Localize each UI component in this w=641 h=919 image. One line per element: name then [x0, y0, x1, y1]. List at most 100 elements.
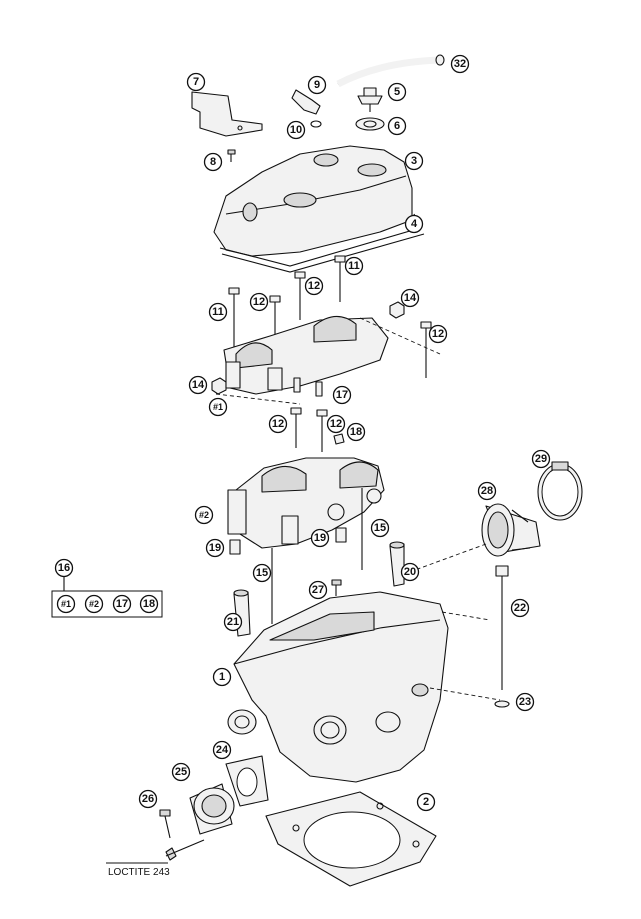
svg-text:#1: #1 [61, 599, 71, 609]
svg-text:LOCTITE 243: LOCTITE 243 [108, 867, 170, 878]
svg-text:6: 6 [394, 120, 400, 132]
callout-3: 3 [404, 151, 424, 171]
valve-cover-part [213, 145, 413, 257]
svg-text:16: 16 [58, 562, 70, 574]
callout-14b: 14 [188, 375, 208, 395]
svg-text:5: 5 [394, 86, 400, 98]
svg-text:28: 28 [481, 485, 493, 497]
callout-23: 23 [515, 692, 535, 712]
callout-28: 28 [477, 481, 497, 501]
callout-19b: 19 [310, 528, 330, 548]
svg-text:27: 27 [312, 584, 324, 596]
svg-text:14: 14 [404, 292, 417, 304]
svg-text:15: 15 [256, 567, 268, 579]
callout-12e: 12 [326, 414, 346, 434]
upper-cam-carrier-part [215, 315, 441, 405]
svg-text:14: 14 [192, 379, 205, 391]
callout-10: 10 [286, 120, 306, 140]
svg-text:24: 24 [216, 744, 229, 756]
svg-text:#2: #2 [89, 599, 99, 609]
leader-lines [165, 839, 205, 857]
long-bolt-part [494, 565, 510, 708]
hose-clamp-part [537, 461, 583, 521]
callout-9: 9 [307, 75, 327, 95]
intake-flange-part [189, 783, 235, 835]
svg-text:19: 19 [209, 542, 221, 554]
svg-text:17: 17 [116, 598, 128, 610]
svg-text:19: 19 [314, 532, 326, 544]
svg-text:11: 11 [212, 306, 224, 318]
svg-text:26: 26 [142, 793, 154, 805]
kit-item-18: 18 [139, 594, 159, 614]
lower-bolts-part [290, 407, 345, 452]
svg-text:9: 9 [314, 79, 320, 91]
svg-text:23: 23 [519, 696, 531, 708]
svg-text:29: 29 [535, 453, 547, 465]
svg-text:21: 21 [227, 616, 239, 628]
callout-15b: 15 [252, 563, 272, 583]
callout-25: 25 [171, 762, 191, 782]
svg-text:7: 7 [193, 76, 199, 88]
callout-20: 20 [400, 562, 420, 582]
callout-29: 29 [531, 449, 551, 469]
screw-part [331, 579, 342, 596]
callout-12d: 12 [268, 414, 288, 434]
head-gasket-part [265, 791, 437, 887]
callout-5: 5 [387, 82, 407, 102]
callout-27: 27 [308, 580, 328, 600]
stud-part [271, 488, 363, 624]
flange-gasket-part [225, 755, 269, 807]
svg-text:10: 10 [290, 124, 302, 136]
callout-19a: 19 [205, 538, 225, 558]
loctite-note: LOCTITE 243 [106, 862, 170, 878]
lower-cam-carrier-part [227, 457, 385, 555]
marker-2-diagram: #2 [194, 505, 214, 525]
svg-text:12: 12 [308, 280, 320, 292]
svg-text:15: 15 [374, 522, 386, 534]
svg-text:12: 12 [432, 328, 444, 340]
kit-item-2: #2 [84, 594, 104, 614]
callout-6: 6 [387, 116, 407, 136]
svg-text:18: 18 [143, 598, 155, 610]
washer-part [355, 117, 385, 131]
kit-item-1: #1 [56, 594, 76, 614]
marker-1-diagram: #1 [208, 397, 228, 417]
svg-text:32: 32 [454, 58, 466, 70]
callout-17: 17 [332, 385, 352, 405]
svg-text:11: 11 [348, 260, 360, 272]
callout-24: 24 [212, 740, 232, 760]
svg-text:2: 2 [423, 796, 429, 808]
svg-text:8: 8 [210, 156, 216, 168]
svg-text:1: 1 [219, 671, 225, 683]
callout-15a: 15 [370, 518, 390, 538]
callout-8: 8 [203, 152, 223, 172]
callout-32: 32 [450, 54, 470, 74]
callout-22: 22 [510, 598, 530, 618]
callout-21: 21 [223, 612, 243, 632]
svg-text:#1: #1 [213, 402, 223, 412]
svg-text:#2: #2 [199, 510, 209, 520]
svg-text:3: 3 [411, 155, 417, 167]
callout-11b: 11 [208, 302, 228, 322]
upper-bolts-part [211, 255, 432, 395]
bolt-part [357, 87, 383, 112]
cylinder-head-part [227, 591, 501, 783]
callout-1: 1 [212, 667, 232, 687]
svg-text:25: 25 [175, 766, 187, 778]
svg-text:4: 4 [411, 218, 418, 230]
callout-26: 26 [138, 789, 158, 809]
svg-text:20: 20 [404, 566, 416, 578]
svg-text:12: 12 [253, 296, 265, 308]
callout-14a: 14 [400, 288, 420, 308]
bracket-part [191, 91, 263, 137]
callout-7: 7 [186, 72, 206, 92]
callout-11a: 11 [344, 256, 364, 276]
svg-text:12: 12 [330, 418, 342, 430]
kit-item-17: 17 [112, 594, 132, 614]
small-screw-part [227, 149, 236, 162]
callout-16: 16 [54, 558, 74, 578]
dowel-pins-part [293, 377, 323, 397]
hose-part [336, 54, 445, 88]
callout-12a: 12 [249, 292, 269, 312]
